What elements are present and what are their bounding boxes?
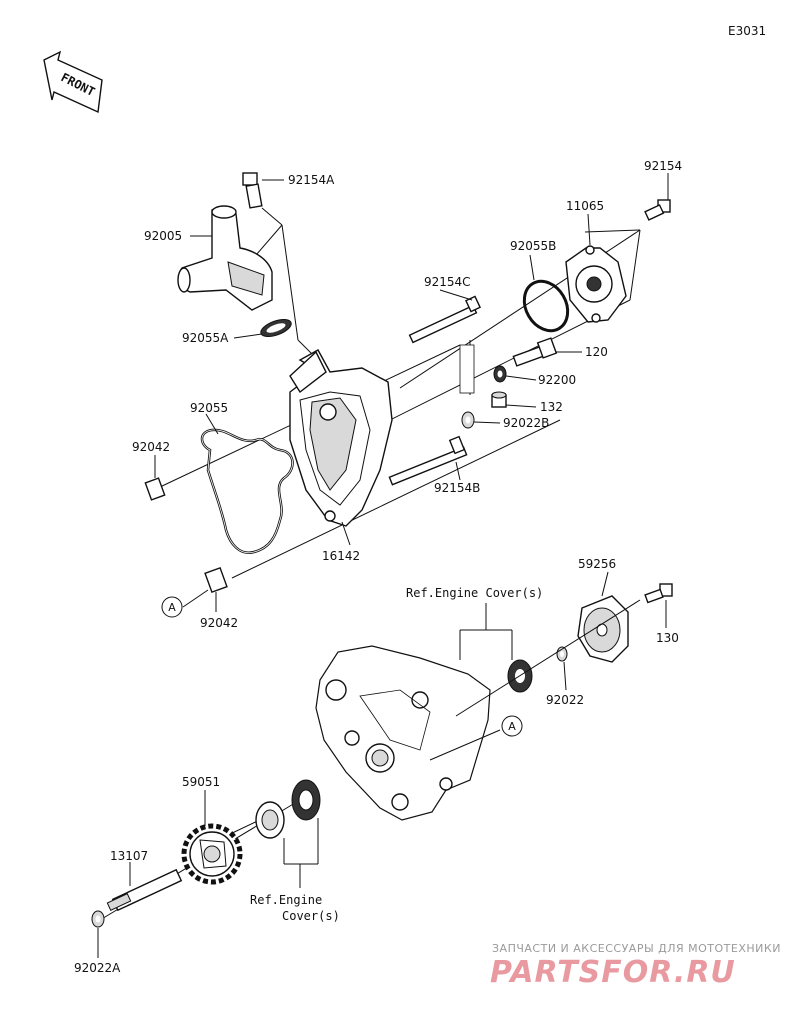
water-outlet-fitting-92005 bbox=[177, 205, 273, 311]
bolt-92154 bbox=[644, 199, 671, 221]
oil-seal-lower bbox=[291, 779, 321, 821]
bolt-130 bbox=[644, 583, 673, 604]
water-pump-cover-11065 bbox=[565, 245, 627, 323]
label-leaders bbox=[97, 173, 669, 958]
label-92154A: 92154A bbox=[288, 173, 335, 187]
label-13107: 13107 bbox=[110, 849, 148, 863]
ref-bracket-bottom bbox=[283, 818, 319, 888]
label-59256: 59256 bbox=[578, 557, 616, 571]
impeller-59256 bbox=[577, 595, 629, 663]
watermark-tagline: ЗАПЧАСТИ И АКСЕССУАРЫ ДЛЯ МОТОТЕХНИКИ bbox=[492, 942, 781, 955]
label-11065: 11065 bbox=[566, 199, 604, 213]
ref-engine-cover-top: Ref.Engine Cover(s) bbox=[406, 586, 543, 600]
impeller-shaft-13107 bbox=[106, 868, 183, 912]
bolt-92154A bbox=[242, 172, 263, 209]
bearing bbox=[255, 801, 285, 839]
label-92154: 92154 bbox=[644, 159, 682, 173]
dowel-pin-92042-lower bbox=[204, 566, 228, 594]
label-92154C: 92154C bbox=[424, 275, 471, 289]
callout-a-right-text: A bbox=[508, 720, 516, 733]
label-92200: 92200 bbox=[538, 373, 576, 387]
label-92022: 92022 bbox=[546, 693, 584, 707]
label-92055: 92055 bbox=[190, 401, 228, 415]
dowel-pin-92042-upper bbox=[144, 477, 166, 501]
label-16142: 16142 bbox=[322, 549, 360, 563]
bolt-92154B bbox=[388, 435, 468, 486]
diagram-code: E3031 bbox=[728, 24, 766, 38]
callout-a-left-text: A bbox=[168, 601, 176, 614]
label-130: 130 bbox=[656, 631, 679, 645]
callout-a-right: A bbox=[501, 715, 523, 737]
label-92042-upper: 92042 bbox=[132, 440, 170, 454]
bolt-92154C bbox=[408, 295, 481, 344]
label-92022B: 92022B bbox=[503, 416, 549, 430]
label-59051: 59051 bbox=[182, 775, 220, 789]
front-arrow-icon: FRONT bbox=[43, 50, 103, 114]
watermark-logo: PARTSFOR.RU bbox=[490, 955, 736, 990]
callout-a-left: A bbox=[161, 596, 183, 618]
label-92042-lower: 92042 bbox=[200, 616, 238, 630]
label-120: 120 bbox=[585, 345, 608, 359]
label-92154B: 92154B bbox=[434, 481, 480, 495]
drain-bolt-120 bbox=[512, 337, 558, 367]
label-92055B: 92055B bbox=[510, 239, 556, 253]
engine-cover bbox=[315, 645, 491, 821]
label-92022A: 92022A bbox=[74, 961, 121, 975]
ref-bracket-top bbox=[459, 603, 513, 660]
water-pump-body-16142 bbox=[289, 344, 475, 527]
ref-engine-cover-bottom-line2: Cover(s) bbox=[282, 909, 340, 923]
label-92055A: 92055A bbox=[182, 331, 229, 345]
ref-engine-cover-bottom-line1: Ref.Engine bbox=[250, 893, 322, 907]
o-ring-92055B bbox=[522, 279, 570, 333]
label-92005: 92005 bbox=[144, 229, 182, 243]
label-132: 132 bbox=[540, 400, 563, 414]
plug-132 bbox=[491, 391, 507, 408]
impeller-gear-59051 bbox=[181, 823, 243, 885]
